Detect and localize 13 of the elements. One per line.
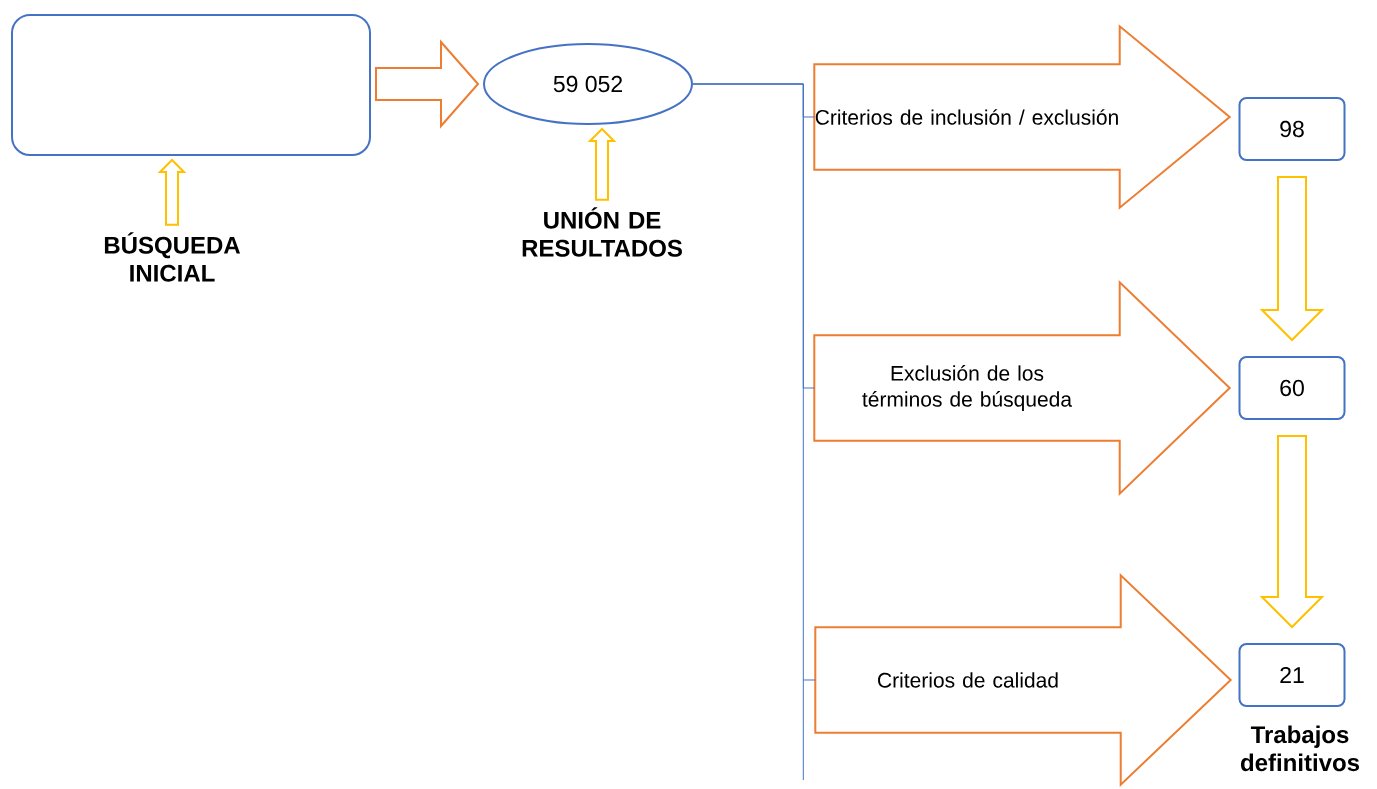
result-label: Trabajos definitivos	[1241, 725, 1360, 772]
step-label: BÚSQUEDA INICIAL	[104, 232, 241, 282]
block-arrow	[1259, 176, 1325, 342]
empty-box	[11, 14, 371, 156]
block-arrow	[587, 127, 617, 201]
connector-line	[692, 83, 816, 781]
block-arrow	[375, 39, 480, 129]
step-label: UNIÓN DE RESULTADOS	[522, 207, 682, 257]
block-arrow	[157, 158, 187, 226]
count-box: 60	[1238, 356, 1346, 420]
count-box: 98	[1238, 97, 1346, 161]
count-box: 21	[1238, 643, 1346, 707]
block-arrow	[1259, 435, 1325, 629]
